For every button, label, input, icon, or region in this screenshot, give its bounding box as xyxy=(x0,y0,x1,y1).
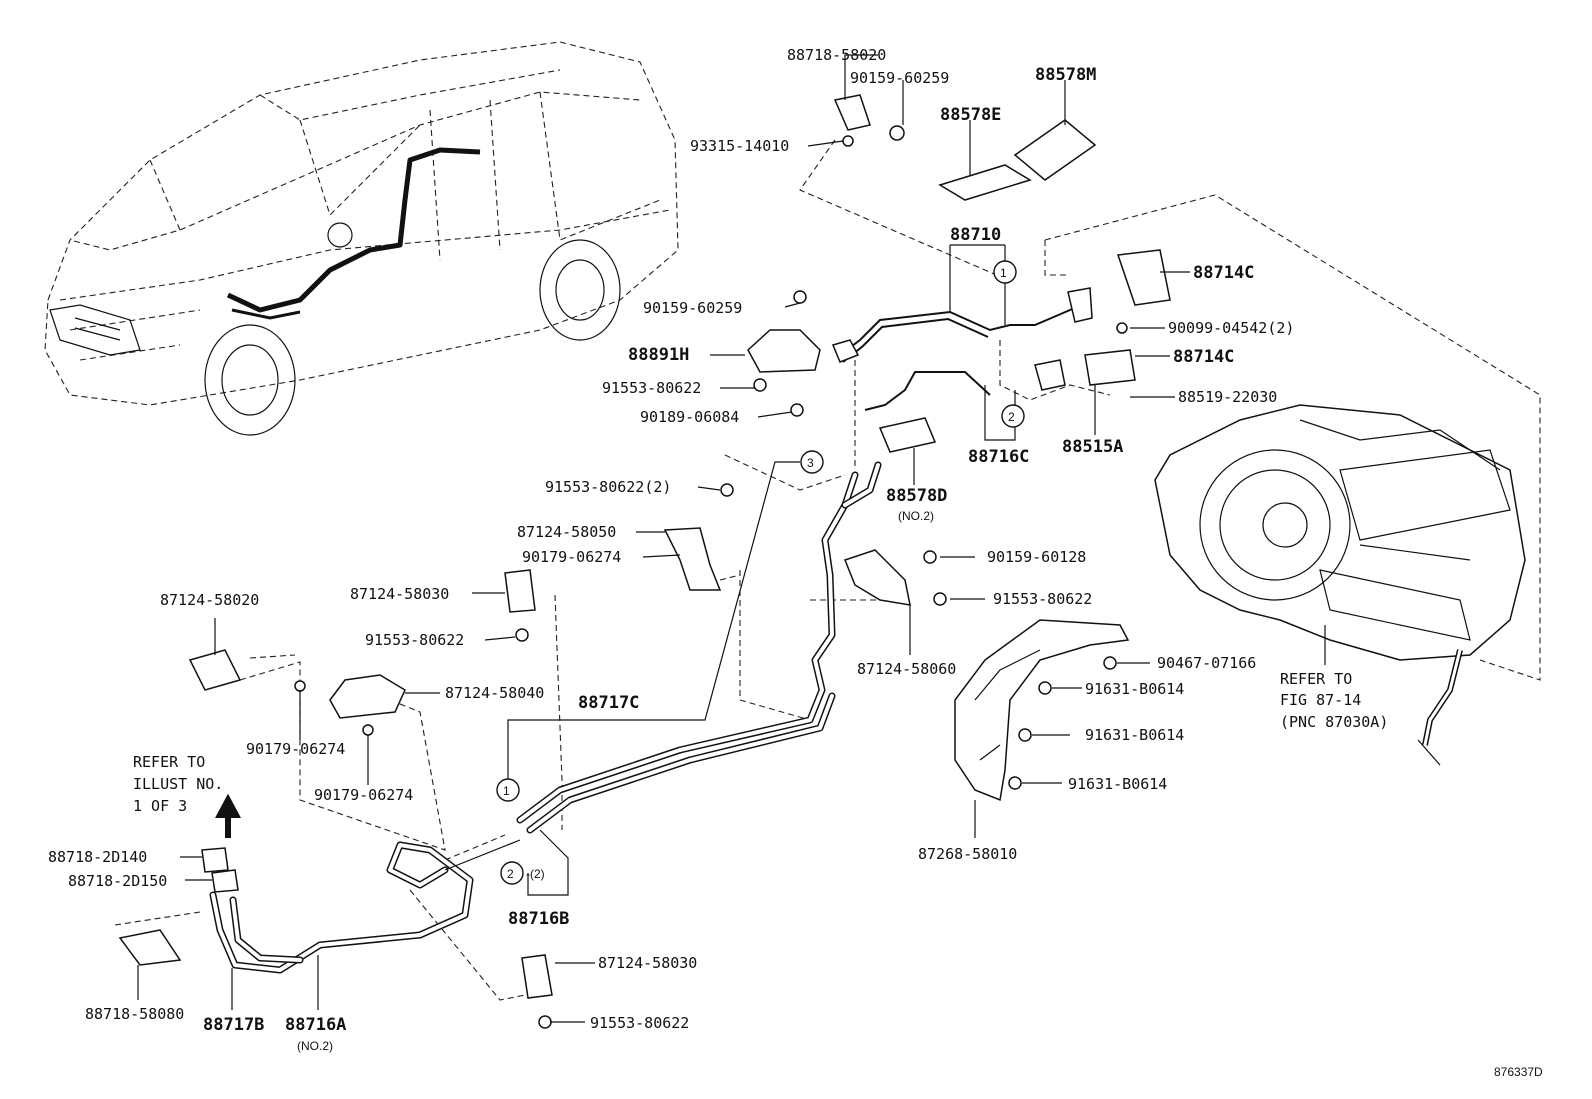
label-88515A: 88515A xyxy=(1062,437,1123,457)
callout-1-top-text: 1 xyxy=(1000,266,1007,280)
label-88578M: 88578M xyxy=(1035,65,1096,85)
refer-right-line2: FIG 87-14 xyxy=(1280,691,1361,709)
refer-notes: REFER TO ILLUST NO. 1 OF 3 REFER TO FIG … xyxy=(133,670,1388,815)
label-88718-2D140: 88718-2D140 xyxy=(48,848,147,866)
label-90179-06274-upper: 90179-06274 xyxy=(522,548,621,566)
figure-code: 876337D xyxy=(1494,1065,1543,1079)
parts-shapes xyxy=(118,94,1171,1029)
callout-2-bottom-text: 2 xyxy=(507,867,514,881)
callout-3 xyxy=(800,450,824,474)
label-91553-80622-lower: 91553-80622 xyxy=(590,1014,689,1032)
assembly-dash-lines xyxy=(114,139,1541,1001)
label-87124-58020: 87124-58020 xyxy=(160,591,259,609)
label-90159-60259-left: 90159-60259 xyxy=(643,299,742,317)
label-88716B: 88716B xyxy=(508,909,569,929)
label-93315-14010: 93315-14010 xyxy=(690,137,789,155)
label-87124-58050: 87124-58050 xyxy=(517,523,616,541)
sensor-88718-58020 xyxy=(833,94,871,131)
label-88717B: 88717B xyxy=(203,1015,264,1035)
callout-2-top xyxy=(1001,404,1025,428)
label-90179-06274-lower: 90179-06274 xyxy=(314,786,413,804)
label-88578D: 88578D xyxy=(886,486,947,506)
label-91553-80622-qty2: 91553-80622(2) xyxy=(545,478,671,496)
label-91631-B0614-a: 91631-B0614 xyxy=(1085,680,1184,698)
label-88716C: 88716C xyxy=(968,447,1029,467)
label-90159-60128: 90159-60128 xyxy=(987,548,1086,566)
label-90179-06274-left: 90179-06274 xyxy=(246,740,345,758)
label-91553-80622-upper: 91553-80622 xyxy=(602,379,701,397)
label-88891H: 88891H xyxy=(628,345,689,365)
callout-markers: 1 2 3 1 2 xyxy=(496,260,1025,885)
label-90159-60259-top: 90159-60259 xyxy=(850,69,949,87)
label-91553-80622-right: 91553-80622 xyxy=(993,590,1092,608)
label-91553-80622-middle: 91553-80622 xyxy=(365,631,464,649)
callout-3-text: 3 xyxy=(807,456,814,470)
refrigerant-pipes xyxy=(209,461,882,974)
refer-left-line3: 1 OF 3 xyxy=(133,797,187,815)
label-88717C: 88717C xyxy=(578,693,639,713)
refer-left-line1: REFER TO xyxy=(133,753,205,771)
leader-lines xyxy=(137,54,1326,1023)
part-labels: 88718-58020 90159-60259 88578M 88578E 93… xyxy=(48,46,1543,1079)
label-qty-2: -(2) xyxy=(526,867,545,881)
refer-left-line2: ILLUST NO. xyxy=(133,775,223,793)
label-88718-58080: 88718-58080 xyxy=(85,1005,184,1023)
label-90189-06084: 90189-06084 xyxy=(640,408,739,426)
label-91631-B0614-b: 91631-B0614 xyxy=(1085,726,1184,744)
label-87268-58010: 87268-58010 xyxy=(918,845,1017,863)
callout-1-top xyxy=(993,260,1017,284)
callout-1-bottom-text: 1 xyxy=(503,784,510,798)
label-88710: 88710 xyxy=(950,225,1001,245)
air-conditioning-unit-assembly xyxy=(1154,404,1526,766)
callout-1-bottom xyxy=(496,778,520,802)
vehicle-illustration xyxy=(44,41,679,436)
callout-2-bottom xyxy=(500,861,524,885)
label-90099-04542: 90099-04542(2) xyxy=(1168,319,1294,337)
label-88718-58020: 88718-58020 xyxy=(787,46,886,64)
label-87124-58030-upper: 87124-58030 xyxy=(350,585,449,603)
label-88716A: 88716A xyxy=(285,1015,346,1035)
label-87124-58030-lower: 87124-58030 xyxy=(598,954,697,972)
label-88714C-lower: 88714C xyxy=(1173,347,1234,367)
label-90467-07166: 90467-07166 xyxy=(1157,654,1256,672)
refer-right-line3: (PNC 87030A) xyxy=(1280,713,1388,731)
label-88519-22030: 88519-22030 xyxy=(1178,388,1277,406)
label-88578D-sub: (NO.2) xyxy=(898,509,934,523)
label-87124-58040: 87124-58040 xyxy=(445,684,544,702)
label-88716A-sub: (NO.2) xyxy=(297,1039,333,1053)
callout-2-top-text: 2 xyxy=(1008,410,1015,424)
label-91631-B0614-c: 91631-B0614 xyxy=(1068,775,1167,793)
refer-right-line1: REFER TO xyxy=(1280,670,1352,688)
label-87124-58060: 87124-58060 xyxy=(857,660,956,678)
label-88714C-upper: 88714C xyxy=(1193,263,1254,283)
label-88578E: 88578E xyxy=(940,105,1001,125)
label-88718-2D150: 88718-2D150 xyxy=(68,872,167,890)
